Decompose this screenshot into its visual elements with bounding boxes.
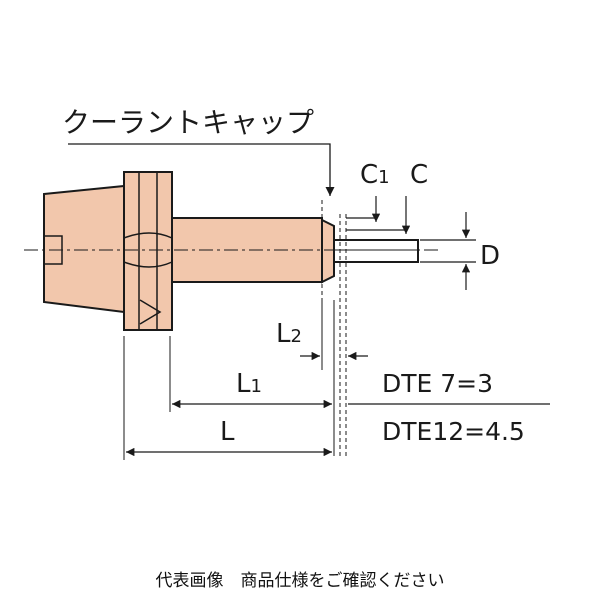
coolant-cap [321, 218, 335, 284]
l2-label: L2 [276, 319, 302, 349]
dte7-note: DTE 7=3 [382, 369, 493, 398]
drive-key-slot [123, 232, 173, 268]
representative-image-caption: 代表画像 商品仕様をご確認ください [155, 571, 445, 591]
d-label: D [480, 241, 500, 271]
l-label: L [220, 417, 235, 447]
holder-body [43, 171, 419, 331]
dte12-note: DTE12=4.5 [382, 417, 525, 446]
l1-label: L1 [236, 369, 262, 399]
c-label: C [410, 160, 428, 190]
taper-shank [43, 184, 125, 314]
flange [123, 171, 173, 331]
coolant-cap-leader [68, 143, 335, 196]
c1-label: C1 [360, 160, 390, 190]
coolant-cap-label: クーラントキャップ [62, 106, 314, 139]
tool-shank [333, 239, 419, 263]
